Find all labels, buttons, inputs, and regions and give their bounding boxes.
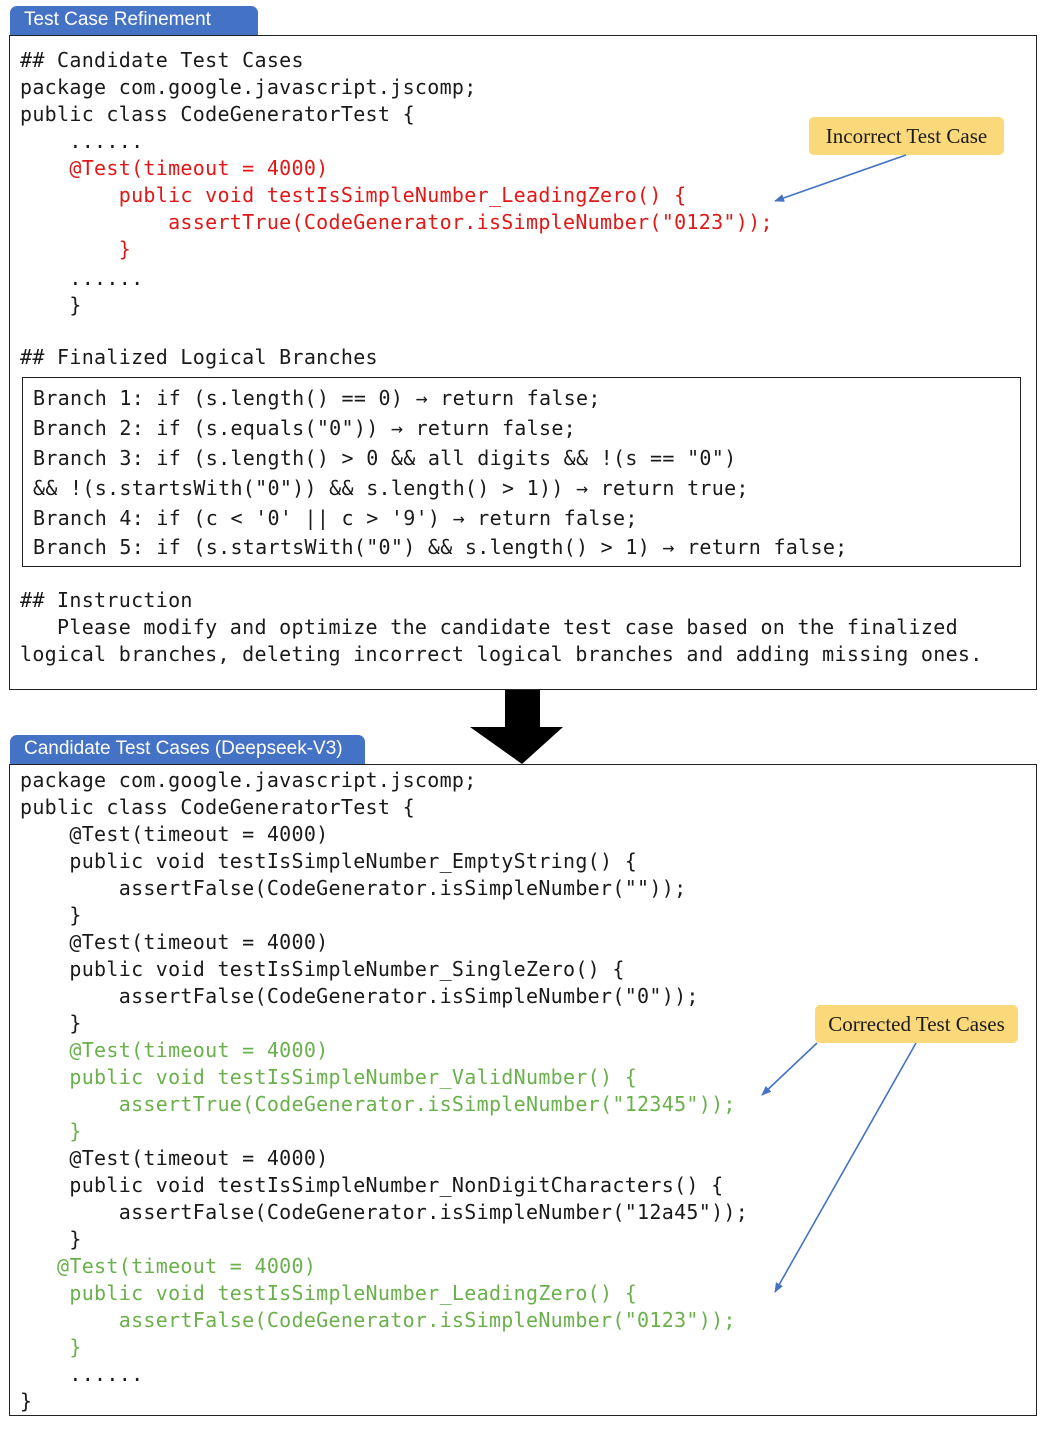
corrected-code-line: assertFalse(CodeGenerator.isSimpleNumber…	[20, 1308, 736, 1332]
code-line: @Test(timeout = 4000)	[20, 822, 329, 846]
code-close-brace: }	[20, 293, 82, 317]
code-line: @Test(timeout = 4000)	[20, 930, 329, 954]
corrected-code-line: @Test(timeout = 4000)	[20, 1254, 317, 1278]
incorrect-close-brace: }	[20, 237, 132, 261]
instruction-text: logical branches, deleting incorrect log…	[20, 642, 983, 666]
branch-line: Branch 3: if (s.length() > 0 && all digi…	[33, 446, 737, 470]
heading-instruction: ## Instruction	[20, 588, 193, 612]
code-line: package com.google.javascript.jscomp;	[20, 768, 477, 792]
corrected-code-line: public void testIsSimpleNumber_ValidNumb…	[20, 1065, 638, 1089]
corrected-code-line: @Test(timeout = 4000)	[20, 1038, 329, 1062]
branch-line: Branch 2: if (s.equals("0")) → return fa…	[33, 416, 577, 440]
branch-line: && !(s.startsWith("0")) && s.length() > …	[33, 476, 749, 500]
code-line: }	[20, 1011, 82, 1035]
incorrect-method-line: public void testIsSimpleNumber_LeadingZe…	[20, 183, 687, 207]
code-line: }	[20, 903, 82, 927]
corrected-pointer-arrow-1	[761, 1042, 818, 1096]
corrected-code-line: }	[20, 1119, 82, 1143]
corrected-test-cases-callout: Corrected Test Cases	[815, 1005, 1018, 1043]
incorrect-assert-line: assertTrue(CodeGenerator.isSimpleNumber(…	[20, 210, 773, 234]
heading-finalized-branches: ## Finalized Logical Branches	[20, 345, 378, 369]
code-ellipsis: ......	[20, 1362, 144, 1386]
code-ellipsis: ......	[20, 129, 144, 153]
incorrect-annotation-line: @Test(timeout = 4000)	[20, 156, 329, 180]
incorrect-pointer-arrow	[774, 154, 907, 202]
code-line: assertFalse(CodeGenerator.isSimpleNumber…	[20, 984, 699, 1008]
code-line: assertFalse(CodeGenerator.isSimpleNumber…	[20, 1200, 749, 1224]
branch-line: Branch 4: if (c < '0' || c > '9') → retu…	[33, 506, 638, 530]
corrected-code-line: assertTrue(CodeGenerator.isSimpleNumber(…	[20, 1092, 736, 1116]
code-close-brace: }	[20, 1389, 33, 1413]
branch-line: Branch 1: if (s.length() == 0) → return …	[33, 386, 601, 410]
code-line: public class CodeGeneratorTest {	[20, 795, 415, 819]
corrected-code-line: public void testIsSimpleNumber_LeadingZe…	[20, 1281, 638, 1305]
refinement-panel: ## Candidate Test Cases package com.goog…	[9, 35, 1037, 690]
code-line: }	[20, 1227, 82, 1251]
code-line: public void testIsSimpleNumber_SingleZer…	[20, 957, 625, 981]
code-line: package com.google.javascript.jscomp;	[20, 75, 477, 99]
corrected-code-line: }	[20, 1335, 82, 1359]
incorrect-test-case-callout: Incorrect Test Case	[809, 117, 1004, 155]
code-ellipsis: ......	[20, 266, 144, 290]
code-line: @Test(timeout = 4000)	[20, 1146, 329, 1170]
down-arrow-icon	[470, 690, 563, 764]
tab-test-case-refinement: Test Case Refinement	[10, 6, 258, 35]
candidate-test-cases-panel: package com.google.javascript.jscomp; pu…	[9, 764, 1037, 1416]
corrected-pointer-arrow-2	[774, 1042, 917, 1293]
heading-candidate-test-cases: ## Candidate Test Cases	[20, 48, 304, 72]
instruction-text: Please modify and optimize the candidate…	[20, 615, 958, 639]
tab-candidate-test-cases: Candidate Test Cases (Deepseek-V3)	[10, 735, 365, 764]
code-line: assertFalse(CodeGenerator.isSimpleNumber…	[20, 876, 687, 900]
code-line: public class CodeGeneratorTest {	[20, 102, 415, 126]
code-line: public void testIsSimpleNumber_NonDigitC…	[20, 1173, 724, 1197]
branch-line: Branch 5: if (s.startsWith("0") && s.len…	[33, 535, 848, 559]
branches-box: Branch 1: if (s.length() == 0) → return …	[22, 377, 1021, 567]
code-line: public void testIsSimpleNumber_EmptyStri…	[20, 849, 638, 873]
